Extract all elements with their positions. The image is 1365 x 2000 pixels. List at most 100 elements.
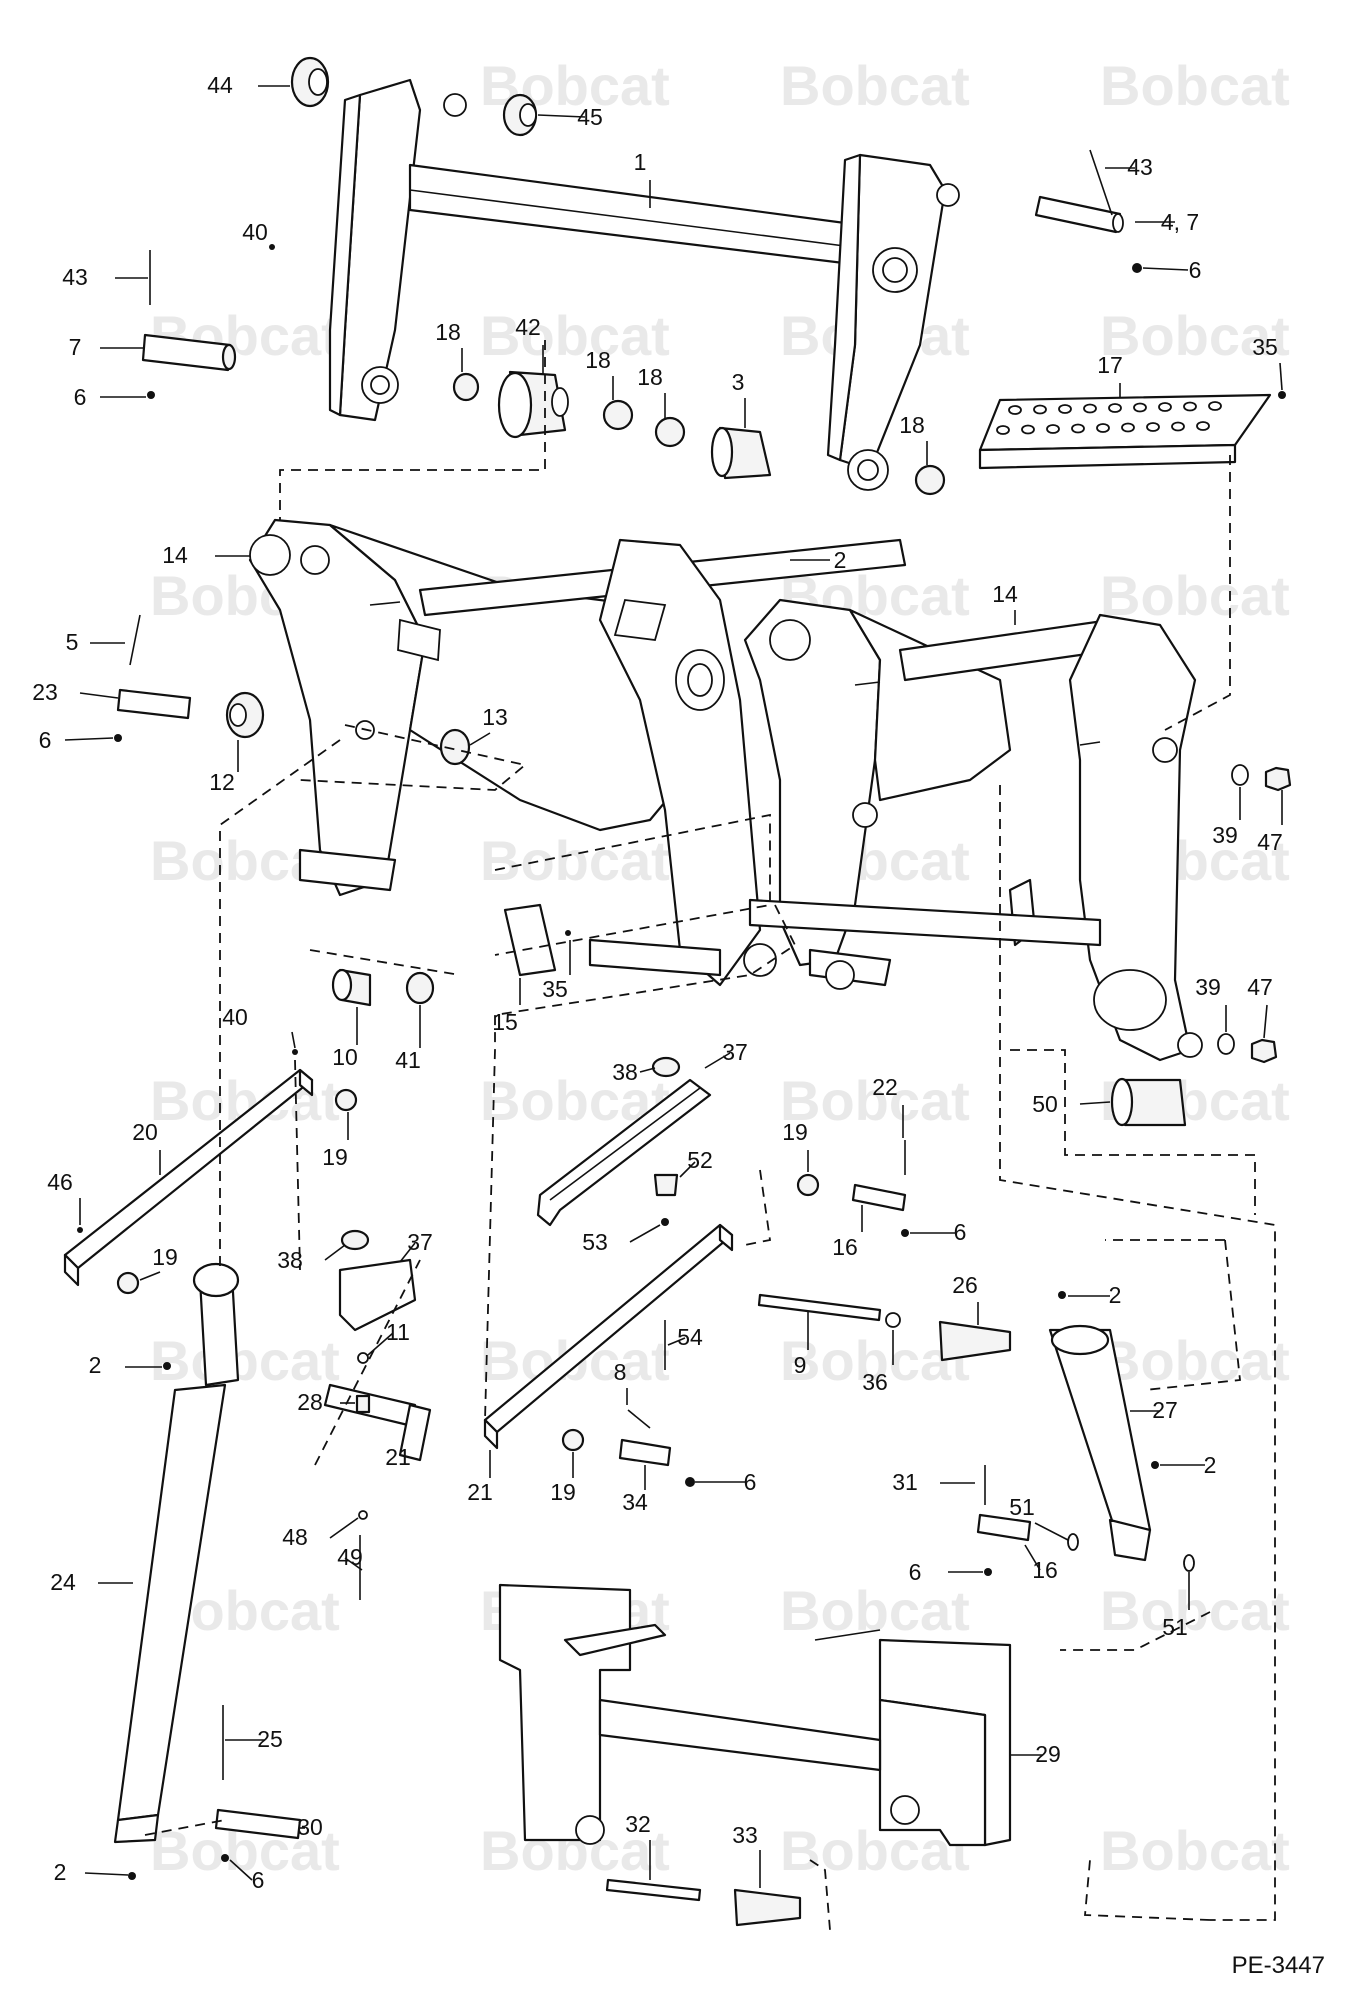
callout-38: 38: [612, 1059, 638, 1085]
watermark-text: Bobcat: [1100, 1329, 1290, 1392]
callout-6: 6: [74, 384, 87, 410]
part-23-pin: [114, 614, 192, 742]
callout-2: 2: [54, 1859, 67, 1885]
callout-21: 21: [467, 1479, 493, 1505]
callout-3: 3: [732, 369, 745, 395]
callout-27: 27: [1152, 1397, 1178, 1423]
part-44-bushing: [290, 56, 330, 108]
callout-10: 10: [332, 1044, 358, 1070]
part-21-link-left: [323, 1383, 432, 1462]
callout-6: 6: [909, 1559, 922, 1585]
callout-2: 2: [1109, 1282, 1122, 1308]
plate-hole: [1183, 401, 1197, 412]
part-9-bolt: [757, 1293, 882, 1322]
part-51-orings: [1067, 1533, 1195, 1572]
diagram-id-label: PE-3447: [1231, 1952, 1325, 1979]
part-4-7-pin: [1034, 149, 1142, 273]
callout-leader: [537, 114, 586, 118]
callout-leader: [399, 1242, 416, 1263]
callout-19: 19: [322, 1144, 348, 1170]
watermark-text: Bobcat: [780, 1579, 970, 1642]
callout-22: 22: [872, 1074, 898, 1100]
callout-54: 54: [677, 1324, 703, 1350]
callout-37: 37: [722, 1039, 748, 1065]
callout-32: 32: [625, 1811, 651, 1837]
callout-leader: [367, 1332, 394, 1356]
watermark-text: Bobcat: [1100, 1579, 1290, 1642]
part-12-bushing: [225, 691, 265, 739]
assembly-dashed-lines: [144, 340, 1276, 1931]
part-20-link: [63, 1049, 314, 1287]
callout-leader: [79, 692, 119, 699]
callout-13: 13: [482, 704, 508, 730]
part-50-sleeve: [1110, 1077, 1187, 1127]
callout-leader: [1279, 362, 1283, 391]
callout-2: 2: [89, 1352, 102, 1378]
callout-28: 28: [297, 1389, 323, 1415]
watermark-text: Bobcat: [780, 54, 970, 117]
part-24-cylinder: [113, 1262, 240, 1880]
callout-41: 41: [395, 1047, 421, 1073]
callout-19: 19: [782, 1119, 808, 1145]
callout-18: 18: [585, 347, 611, 373]
callout-19: 19: [550, 1479, 576, 1505]
part-21-link-center: [483, 1223, 734, 1450]
plate-hole: [1108, 403, 1122, 413]
callout-6: 6: [744, 1469, 757, 1495]
part-7-pin: [141, 244, 275, 399]
plate-hole: [1096, 423, 1110, 433]
callout-39: 39: [1195, 974, 1221, 1000]
part-34-pin: [618, 1409, 695, 1487]
part-37-guard: [338, 1078, 712, 1332]
part-27-cylinder: [1048, 1291, 1159, 1562]
callout-18: 18: [899, 412, 925, 438]
callout-19: 19: [152, 1244, 178, 1270]
callout-45: 45: [577, 104, 603, 130]
callout-53: 53: [582, 1229, 608, 1255]
callout-42: 42: [515, 314, 541, 340]
callout-35: 35: [1252, 334, 1278, 360]
callout-leader: [1142, 267, 1189, 271]
callout-leader: [1079, 1101, 1111, 1105]
watermark-text: Bobcat: [780, 1069, 970, 1132]
callout-6: 6: [252, 1867, 265, 1893]
watermark-text: Bobcat: [1100, 564, 1290, 627]
callout-37: 37: [407, 1229, 433, 1255]
callout-leader: [667, 1337, 686, 1346]
callout-leader: [344, 1557, 363, 1571]
callout-leader: [469, 732, 491, 746]
plate-hole: [1146, 422, 1160, 432]
callout-38: 38: [277, 1247, 303, 1273]
callout-26: 26: [952, 1272, 978, 1298]
callout-6: 6: [954, 1219, 967, 1245]
callout-43: 43: [1127, 154, 1153, 180]
part-13-bushing: [439, 728, 471, 766]
plate-hole: [1021, 424, 1035, 435]
callout-leader: [291, 1031, 296, 1049]
part-14-left-arm: [248, 518, 907, 987]
callout-30: 30: [297, 1814, 323, 1840]
plate-hole: [996, 425, 1010, 435]
callout-15: 15: [492, 1009, 518, 1035]
part-52-53-54: [653, 1173, 679, 1370]
callout-46: 46: [47, 1169, 73, 1195]
plate-hole: [1208, 401, 1222, 411]
plate-hole: [1046, 424, 1060, 434]
callout-47: 47: [1247, 974, 1273, 1000]
plate-hole: [1058, 404, 1072, 414]
plate-hole: [1171, 421, 1185, 432]
part-29-attach-plate: [498, 1583, 1012, 1847]
callout-44: 44: [207, 72, 233, 98]
callout-48: 48: [282, 1524, 308, 1550]
watermark-text: Bobcat: [780, 1329, 970, 1392]
callout-leader: [324, 1244, 346, 1261]
part-19-bushings: [116, 1088, 820, 1452]
watermark-text: Bobcat: [480, 829, 670, 892]
part-36-washer: [885, 1312, 901, 1328]
part-15-plate: [503, 903, 571, 977]
part-17-plate: [978, 391, 1286, 470]
plate-hole: [1083, 403, 1097, 414]
callout-9: 9: [794, 1352, 807, 1378]
